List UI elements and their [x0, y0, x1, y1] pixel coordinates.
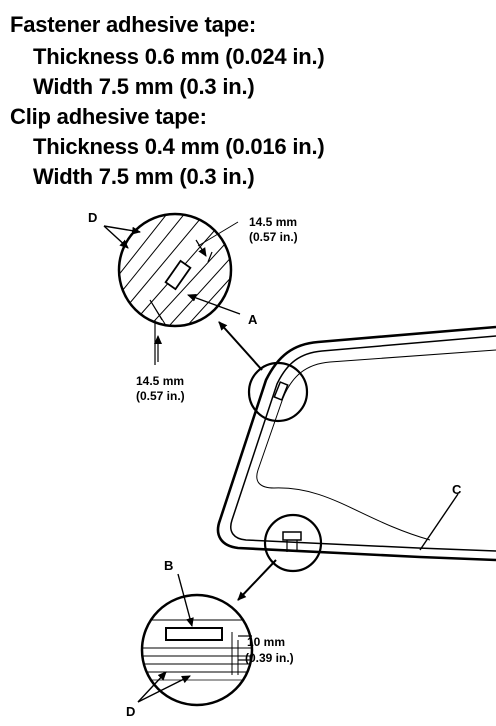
dimension-top-right-mm: 14.5 mm — [249, 215, 297, 229]
clip-tape-heading: Clip adhesive tape: — [10, 104, 207, 129]
glass-defroster-line-2 — [273, 487, 431, 541]
clip-tape-lower — [282, 531, 302, 552]
glass-defroster-line — [256, 349, 496, 489]
callout-label-a: A — [248, 312, 258, 327]
bottom-detail-view — [140, 593, 254, 707]
fastener-tape-upper — [273, 381, 289, 401]
callout-label-b: B — [164, 558, 173, 573]
glass-outer-edge — [216, 325, 496, 562]
specification-text: Fastener adhesive tape: Thickness 0.6 mm… — [0, 0, 496, 200]
callout-label-d-top: D — [88, 210, 97, 225]
callout-label-c: C — [452, 482, 462, 497]
dimension-bottom-in: (0.39 in.) — [245, 651, 294, 665]
fastener-tape-width: Width 7.5 mm (0.3 in.) — [33, 74, 255, 99]
locator-circle-upper — [247, 361, 309, 423]
dimension-top-left-in: (0.57 in.) — [136, 389, 185, 403]
glass-inner-edge — [230, 335, 496, 552]
arrow-to-top-detail — [218, 321, 263, 371]
locator-circle-lower — [263, 513, 323, 573]
bottom-dimension-marker — [238, 635, 252, 661]
leader-d-top-2 — [103, 225, 141, 235]
arrow-to-bottom-detail — [237, 559, 277, 601]
dimension-bottom-mm: 10 mm — [247, 635, 285, 649]
leader-d-bottom-1 — [137, 671, 167, 703]
leader-c — [419, 493, 459, 551]
leader-b — [177, 573, 194, 627]
top-left-dimension-marker — [154, 320, 162, 365]
dimension-top-left-mm: 14.5 mm — [136, 374, 184, 388]
callout-label-d-bottom: D — [126, 704, 135, 719]
fastener-tape-heading: Fastener adhesive tape: — [10, 12, 257, 37]
window-glass — [216, 325, 496, 562]
callout-leaders — [103, 225, 459, 703]
fastener-tape-thickness: Thickness 0.6 mm (0.024 in.) — [33, 44, 325, 69]
clip-tape-thickness: Thickness 0.4 mm (0.016 in.) — [33, 134, 325, 159]
leader-d-top-1 — [103, 225, 129, 249]
clip-tape-width: Width 7.5 mm (0.3 in.) — [33, 164, 255, 189]
top-detail-circle — [117, 212, 233, 328]
bottom-detail-circle — [140, 593, 254, 707]
top-right-dimension-marker — [195, 221, 239, 263]
leader-d-bottom-2 — [137, 675, 191, 703]
dimension-top-right-in: (0.57 in.) — [249, 230, 298, 244]
top-detail-view — [117, 212, 233, 328]
leader-a — [187, 293, 241, 315]
